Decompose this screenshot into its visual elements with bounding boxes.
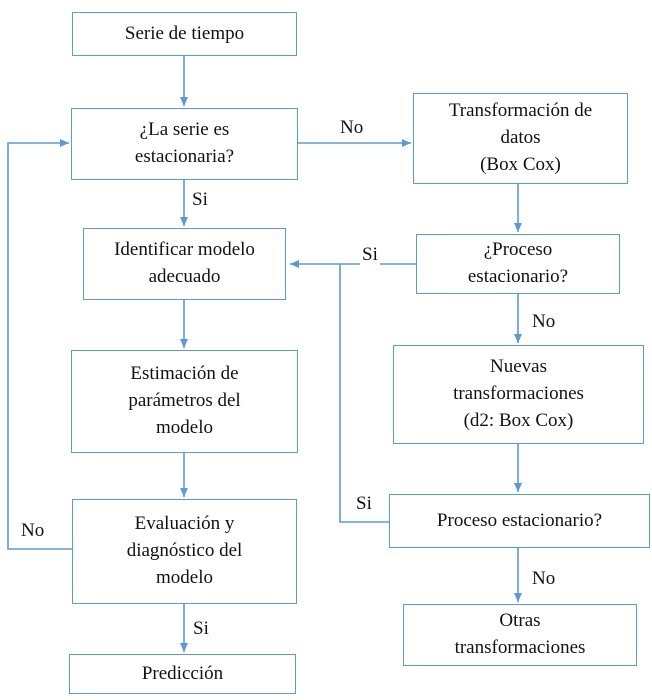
node-evaluacion-diagnostico: Evaluación y diagnóstico del modelo: [72, 499, 297, 604]
node-otras-transformaciones: Otras transformaciones: [403, 604, 637, 666]
label-si-proceso2: Si: [354, 493, 374, 514]
node-identificar-modelo: Identificar modelo adecuado: [83, 228, 286, 300]
label-no-proceso2: No: [530, 568, 558, 589]
label-no-evaluacion-loop: No: [19, 520, 47, 541]
label-si-to-identificar: Si: [190, 189, 210, 210]
label-no-proceso1: No: [530, 311, 558, 332]
node-proceso-estacionario-1: ¿Proceso estacionario?: [416, 234, 620, 294]
arrow-evaluacion-no-loop: [7, 139, 72, 550]
node-transformacion-datos: Transformación de datos (Box Cox): [413, 93, 628, 184]
node-serie-estacionaria: ¿La serie es estacionaria?: [71, 108, 298, 180]
node-prediccion: Predicción: [69, 654, 296, 694]
node-estimacion-parametros: Estimación de parámetros del modelo: [71, 350, 298, 453]
label-si-prediccion: Si: [191, 618, 211, 639]
label-no-to-transformacion: No: [338, 117, 366, 138]
line-proceso2-si-loop: [339, 264, 389, 523]
label-si-proceso1: Si: [360, 244, 380, 265]
node-proceso-estacionario-2: Proceso estacionario?: [389, 494, 650, 548]
node-serie-de-tiempo: Serie de tiempo: [72, 12, 297, 56]
node-nuevas-transformaciones: Nuevas transformaciones (d2: Box Cox): [393, 345, 644, 444]
